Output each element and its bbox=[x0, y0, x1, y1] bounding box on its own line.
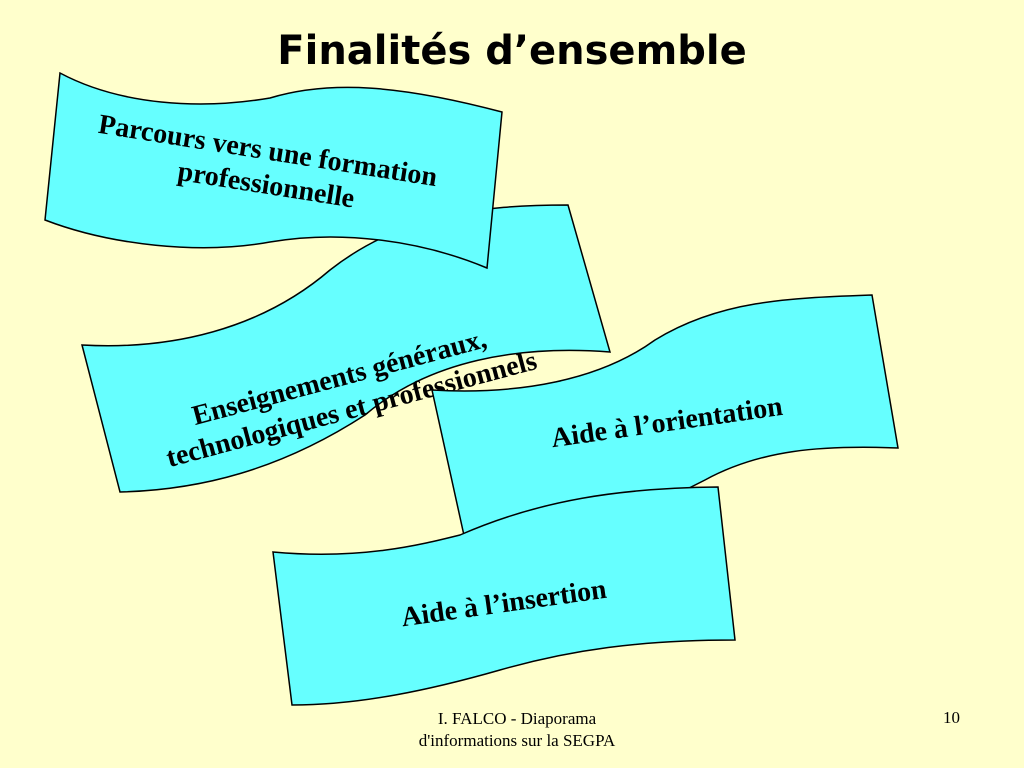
footer: I. FALCO - Diaporama d'informations sur … bbox=[362, 708, 672, 752]
footer-line-1: I. FALCO - Diaporama bbox=[437, 709, 597, 728]
footer-line-2: d'informations sur la SEGPA bbox=[418, 731, 616, 750]
slide-title: Finalités d’ensemble bbox=[277, 28, 747, 74]
banner-enseignements-shape bbox=[81, 204, 612, 493]
banner-insertion: Aide à l’insertion bbox=[272, 486, 736, 706]
banner-parcours: Parcours vers une formation professionne… bbox=[44, 71, 503, 270]
banner-insertion-shape bbox=[272, 486, 736, 706]
page-number: 10 bbox=[943, 708, 960, 727]
banner-parcours-shape bbox=[44, 71, 503, 270]
